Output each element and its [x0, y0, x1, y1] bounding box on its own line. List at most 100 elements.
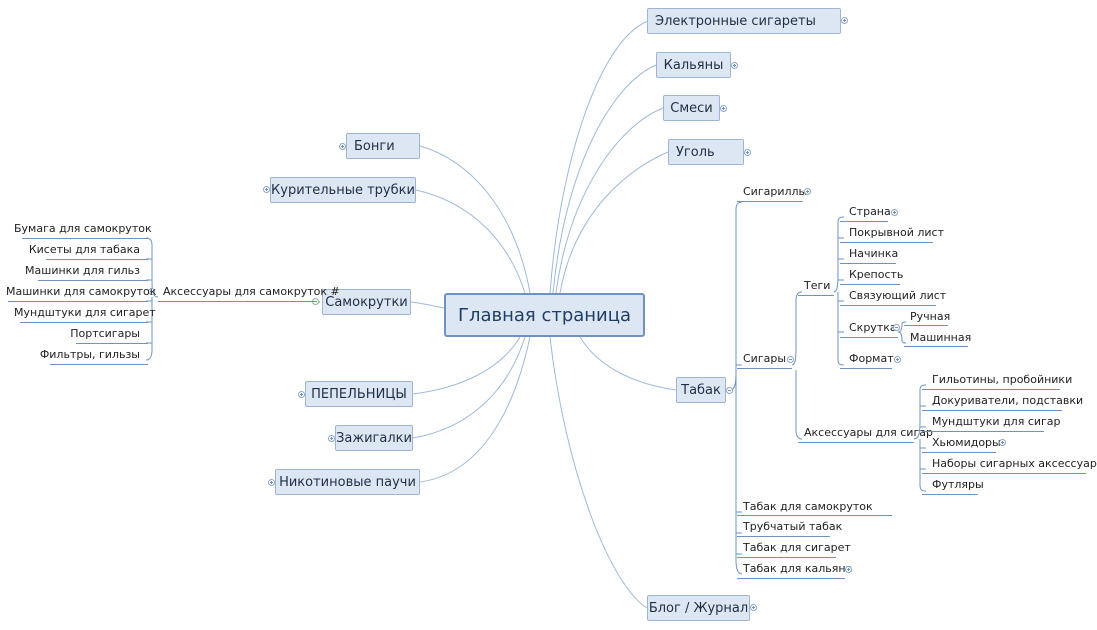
subtopic-cigars-label: Сигары [743, 352, 787, 365]
expand-country-icon[interactable] [891, 209, 898, 216]
expand-pouches-icon[interactable] [268, 479, 275, 486]
subtopic-roll-tobacco[interactable]: Табак для самокруток [743, 499, 873, 515]
subtopic-cigar-accessories[interactable]: Аксессуары для сигар [804, 425, 933, 441]
tag-binder[interactable]: Связующий лист [849, 288, 946, 304]
roll-acc-cases-label: Портсигары [70, 327, 140, 340]
expand-ashtrays-icon[interactable] [298, 391, 305, 398]
expand-mixes-icon[interactable] [720, 105, 727, 112]
roll-acc-paper-label: Бумага для самокруток [14, 222, 152, 235]
collapse-cigars-icon[interactable] [787, 356, 794, 363]
tag-wrapper-label: Покрывной лист [849, 226, 944, 239]
roll-acc-filters-label: Фильтры, гильзы [39, 348, 140, 361]
central-topic-label: Главная страница [457, 304, 632, 326]
cigar-acc-holders[interactable]: Докуриватели, подставки [932, 393, 1083, 409]
roll-acc-tube-machines-label: Машинки для гильз [25, 264, 140, 277]
topic-hookahs[interactable]: Кальяны [656, 52, 731, 78]
roll-acc-tube-machines[interactable]: Машинки для гильз [14, 263, 140, 279]
link-pouches [419, 336, 531, 483]
topic-ecig[interactable]: Электронные сигареты [647, 8, 841, 34]
cigar-acc-humidors-label: Хьюмидоры [932, 436, 1001, 449]
tag-rolling[interactable]: Скрутка [849, 320, 897, 336]
cigar-acc-humidors[interactable]: Хьюмидоры [932, 435, 1001, 451]
link-mixes [555, 107, 664, 294]
topic-coal-label: Уголь [676, 144, 715, 160]
roll-acc-pouches-label: Кисеты для табака [28, 243, 140, 256]
cigar-acc-cases-label: Футляры [932, 478, 984, 491]
expand-format-icon[interactable] [894, 356, 901, 363]
tag-format[interactable]: Формат [849, 351, 894, 367]
topic-pouches[interactable]: Никотиновые паучи [275, 469, 420, 495]
topic-tobacco[interactable]: Табак [676, 377, 726, 403]
topic-ashtrays[interactable]: ПЕПЕЛЬНИЦЫ [305, 381, 413, 407]
subtopic-hookah-tobacco[interactable]: Табак для кальяна [743, 561, 852, 577]
subtopic-cig-tobacco-label: Табак для сигарет [743, 541, 851, 554]
expand-lighters-icon[interactable] [328, 435, 335, 442]
collapse-roll-accessories-icon[interactable] [148, 288, 155, 295]
tag-filler[interactable]: Начинка [849, 246, 898, 262]
subtopic-pipe-tobacco[interactable]: Трубчатый табак [743, 519, 842, 535]
topic-tobacco-label: Табак [681, 382, 721, 398]
expand-ecig-icon[interactable] [841, 17, 848, 24]
tag-strength[interactable]: Крепость [849, 267, 903, 283]
roll-acc-mouthpieces[interactable]: Мундштуки для сигарет [14, 305, 156, 321]
expand-bongs-icon[interactable] [339, 143, 346, 150]
subtopic-cigarillos[interactable]: Сигариллы [743, 184, 807, 200]
cigar-acc-cases[interactable]: Футляры [932, 477, 984, 493]
link-lighters [412, 336, 526, 439]
topic-blog[interactable]: Блог / Журнал [647, 595, 750, 621]
cigar-acc-mouthpieces[interactable]: Мундштуки для сигар [932, 414, 1061, 430]
tag-wrapper[interactable]: Покрывной лист [849, 225, 944, 241]
expand-pipes-icon[interactable] [263, 186, 270, 193]
roll-acc-roll-machines[interactable]: Машинки для самокруток [6, 284, 156, 300]
rolling-machine[interactable]: Машинная [910, 330, 971, 346]
topic-pipes-label: Курительные трубки [271, 182, 415, 198]
topic-rolls-label: Самокрутки [325, 294, 408, 310]
topic-rolls[interactable]: Самокрутки [322, 289, 411, 315]
link-pipes [415, 189, 526, 294]
topic-bongs[interactable]: Бонги [346, 133, 420, 159]
topic-pipes[interactable]: Курительные трубки [270, 177, 416, 203]
tag-binder-label: Связующий лист [849, 289, 947, 302]
cigar-acc-cutters[interactable]: Гильотины, пробойники [932, 372, 1072, 388]
subtopic-roll-accessories[interactable]: Аксессуары для самокруток # [163, 284, 340, 300]
cigar-acc-holders-label: Докуриватели, подставки [932, 394, 1084, 407]
tag-rolling-label: Скрутка [849, 321, 897, 334]
central-topic[interactable]: Главная страница [444, 293, 645, 337]
link-blog [549, 336, 648, 609]
subtopic-cig-tobacco[interactable]: Табак для сигарет [743, 540, 851, 556]
expand-coal-icon[interactable] [744, 149, 751, 156]
roll-acc-filters[interactable]: Фильтры, гильзы [14, 347, 140, 363]
link-rolls [410, 301, 445, 309]
expand-hookah-tobacco-icon[interactable] [845, 566, 852, 573]
roll-acc-paper[interactable]: Бумага для самокруток [14, 221, 152, 237]
subtopic-roll-accessories-label: Аксессуары для самокруток # [163, 285, 340, 298]
expand-blog-icon[interactable] [750, 604, 757, 611]
topic-bongs-label: Бонги [354, 138, 395, 154]
subtopic-cigars[interactable]: Сигары [743, 351, 786, 367]
expand-hookahs-icon[interactable] [731, 62, 738, 69]
rolling-machine-label: Машинная [910, 331, 972, 344]
link-ashtrays [412, 336, 521, 395]
link-coal [559, 151, 669, 294]
roll-acc-cases[interactable]: Портсигары [14, 326, 140, 342]
topic-coal[interactable]: Уголь [668, 139, 744, 165]
topic-pouches-label: Никотиновые паучи [279, 474, 416, 490]
subtopic-tags[interactable]: Теги [804, 278, 830, 294]
roll-acc-pouches[interactable]: Кисеты для табака [14, 242, 140, 258]
tag-country-label: Страна [849, 205, 891, 218]
cigar-acc-mouthpieces-label: Мундштуки для сигар [932, 415, 1061, 428]
topic-lighters[interactable]: Зажигалки [335, 425, 413, 451]
cigar-acc-sets[interactable]: Наборы сигарных аксессуаров [932, 456, 1097, 472]
tag-filler-label: Начинка [849, 247, 899, 260]
expand-cigarillos-icon[interactable] [804, 188, 811, 195]
tag-country[interactable]: Страна [849, 204, 891, 220]
subtopic-cigar-accessories-label: Аксессуары для сигар [804, 426, 933, 439]
collapse-rolling-icon[interactable] [893, 324, 900, 331]
expand-humidors-icon[interactable] [999, 439, 1006, 446]
subtopic-pipe-tobacco-label: Трубчатый табак [743, 520, 843, 533]
rolling-manual[interactable]: Ручная [910, 309, 950, 325]
topic-ecig-label: Электронные сигареты [655, 13, 816, 29]
topic-mixes[interactable]: Смеси [663, 95, 720, 121]
subtopic-tags-label: Теги [804, 279, 831, 292]
collapse-tobacco-icon[interactable] [726, 387, 733, 394]
